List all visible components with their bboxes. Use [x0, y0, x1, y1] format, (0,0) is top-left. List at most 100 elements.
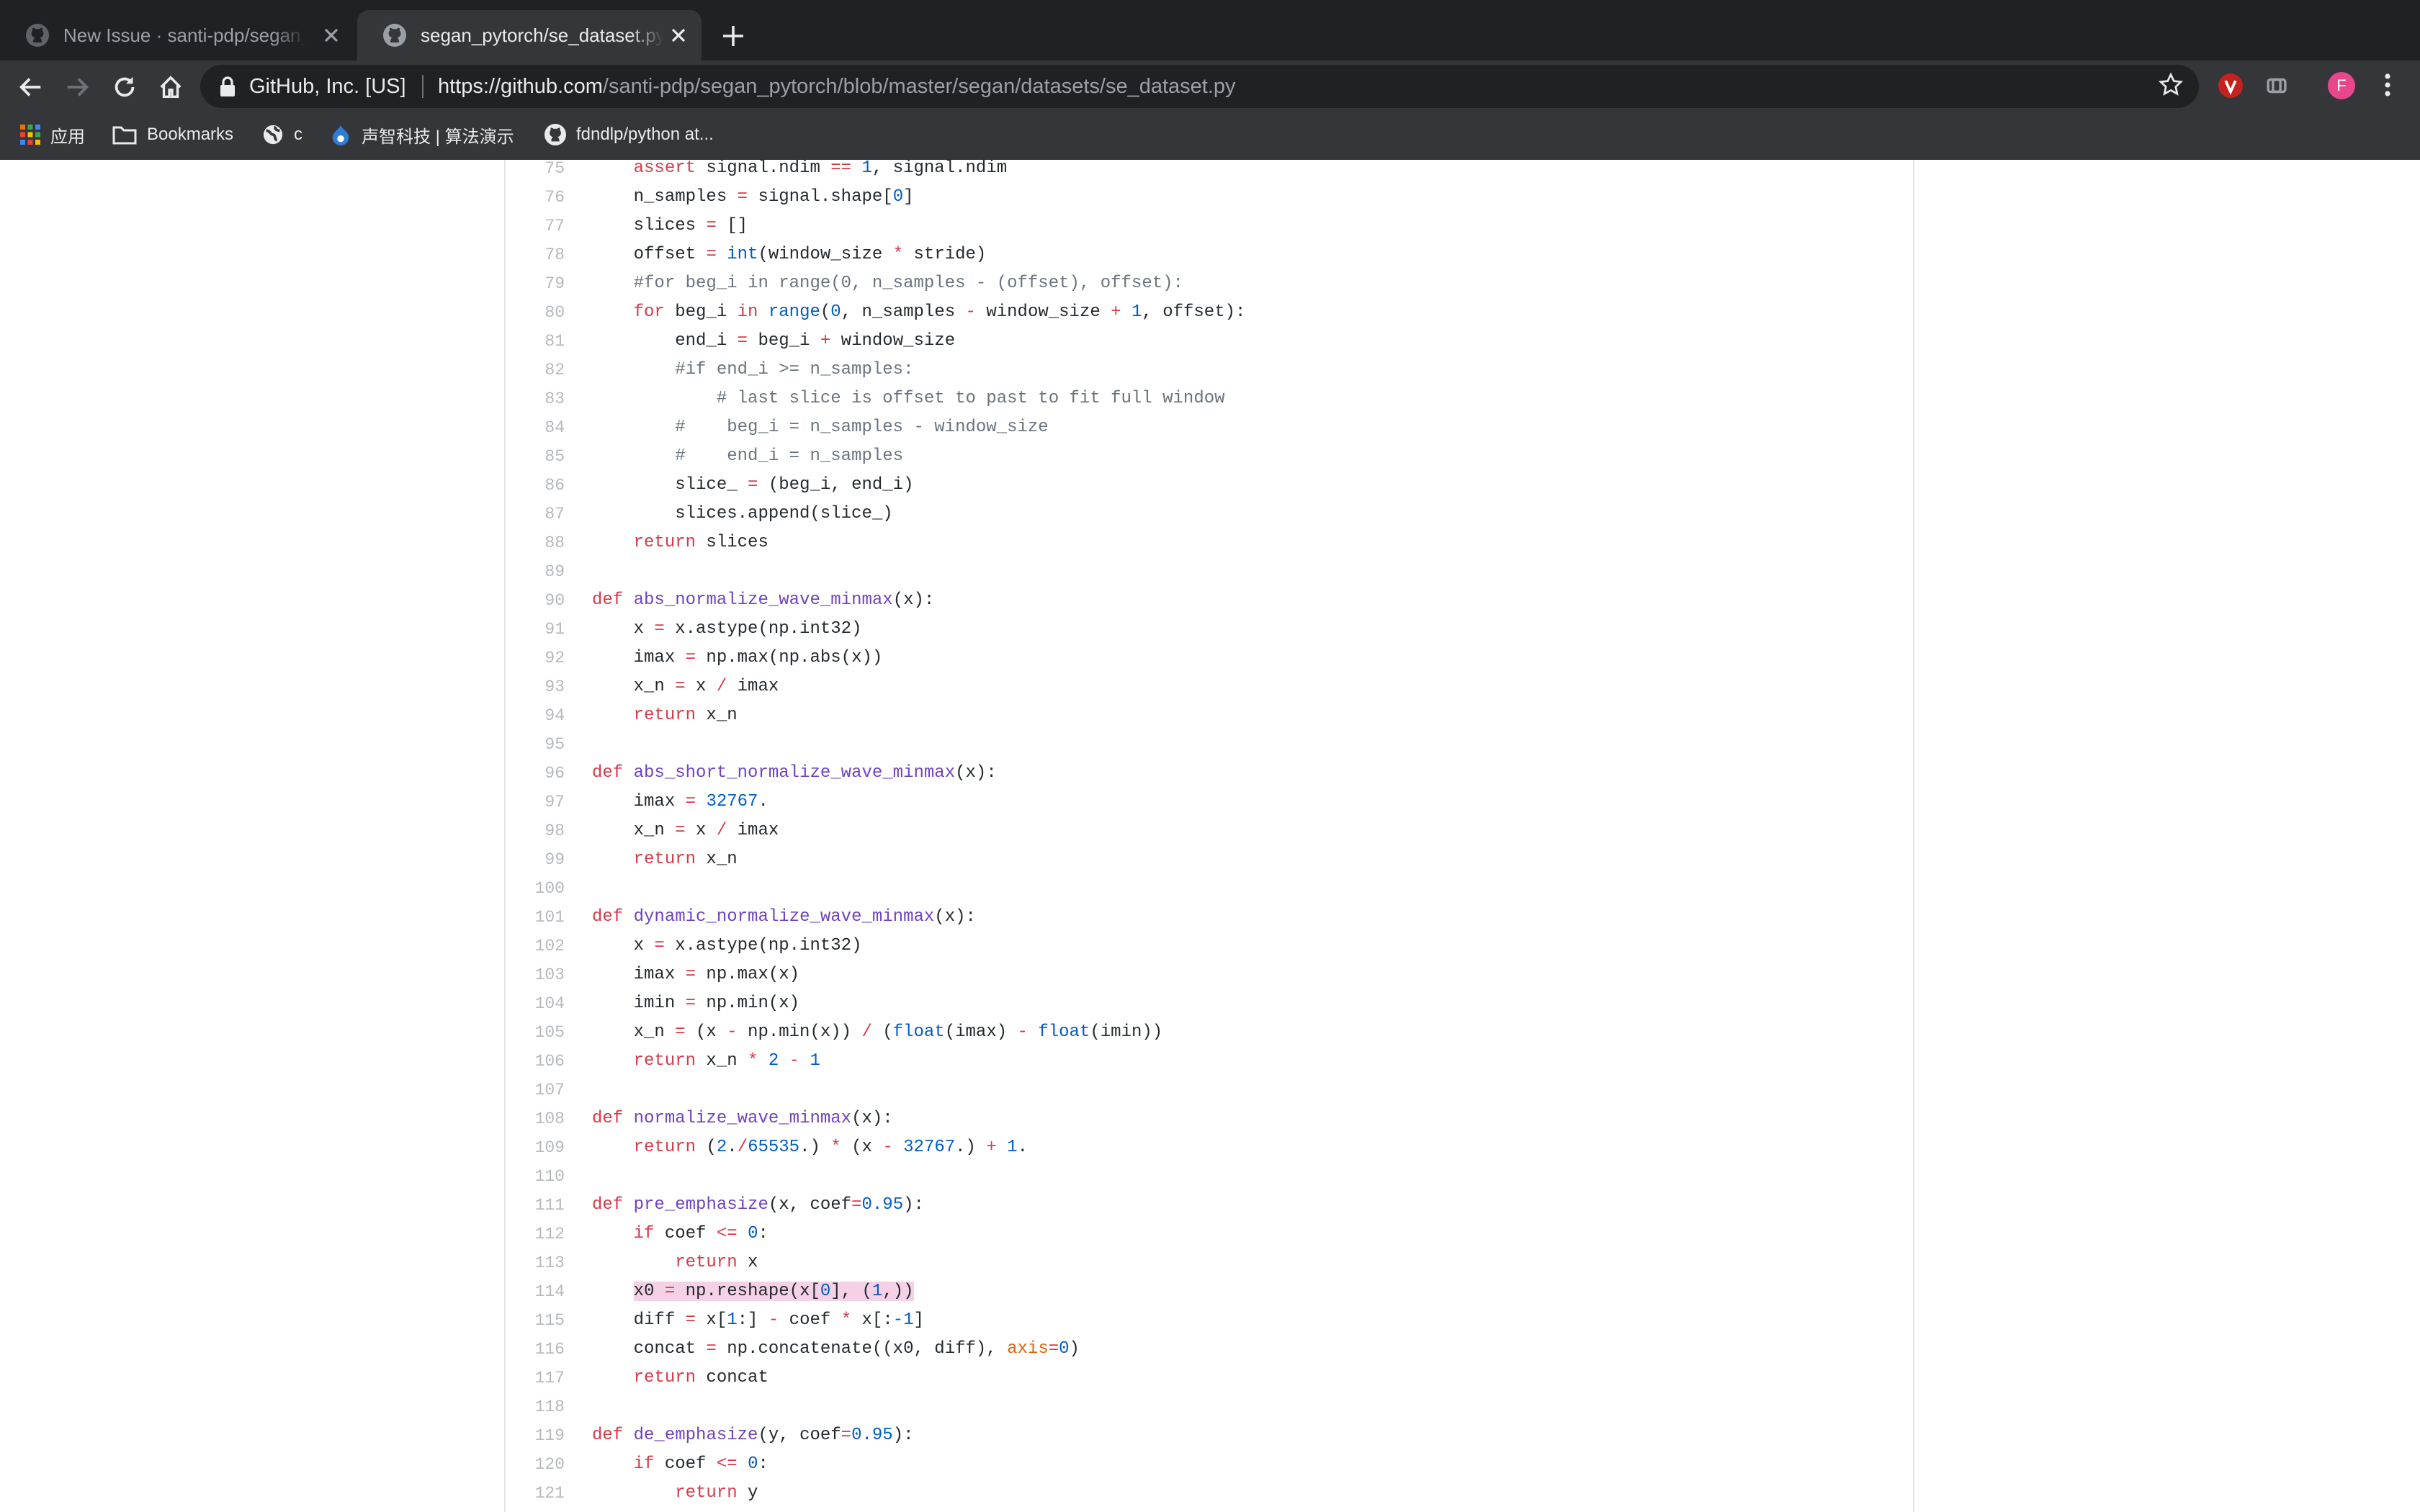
line-number[interactable]: 115 — [534, 1311, 565, 1330]
line-number[interactable]: 90 — [544, 591, 565, 610]
url-text[interactable]: https://github.com/santi-pdp/segan_pytor… — [438, 65, 1236, 108]
code-token: imax — [592, 648, 686, 667]
line-number[interactable]: 120 — [534, 1455, 565, 1474]
line-number[interactable]: 79 — [544, 274, 565, 293]
code-token: x[: — [851, 1310, 893, 1330]
line-number[interactable]: 89 — [544, 562, 565, 581]
code-token — [592, 1282, 634, 1301]
code-token: coef — [779, 1310, 841, 1330]
line-number[interactable]: 92 — [544, 649, 565, 667]
new-tab-button[interactable] — [719, 22, 748, 50]
line-number[interactable]: 87 — [544, 505, 565, 523]
bookmark-apps[interactable]: 应用 — [20, 120, 85, 150]
code-line: offset = int(window_size * stride) — [592, 240, 987, 269]
line-number[interactable]: 99 — [544, 850, 565, 869]
line-number[interactable]: 121 — [534, 1484, 565, 1503]
lock-icon[interactable] — [219, 76, 236, 96]
line-number[interactable]: 93 — [544, 678, 565, 696]
tab-new-issue[interactable]: New Issue · santi-pdp/segan_pytorch — [0, 10, 354, 60]
code-border-left — [504, 160, 506, 1512]
line-number[interactable]: 85 — [544, 447, 565, 466]
site-identity[interactable]: GitHub, Inc. [US] — [249, 75, 406, 98]
line-number[interactable]: 77 — [544, 217, 565, 235]
bookmark-folder[interactable]: Bookmarks — [112, 120, 233, 150]
line-number[interactable]: 114 — [534, 1282, 565, 1301]
line-number[interactable]: 76 — [544, 188, 565, 207]
reload-icon[interactable] — [111, 73, 138, 101]
line-number[interactable]: 113 — [534, 1254, 565, 1272]
profile-avatar[interactable]: F — [2328, 72, 2355, 99]
code-token: end_i — [592, 331, 738, 351]
code-line: return x_n — [592, 701, 738, 730]
code-token: = — [1048, 1339, 1059, 1359]
line-number[interactable]: 80 — [544, 303, 565, 322]
code-token: 0 — [748, 1454, 758, 1474]
code-token: - — [727, 1022, 738, 1042]
code-token: / — [716, 677, 727, 696]
line-number[interactable]: 107 — [534, 1081, 565, 1099]
line-number[interactable]: 112 — [534, 1225, 565, 1243]
line-number[interactable]: 78 — [544, 246, 565, 264]
bookmark-c[interactable]: c — [262, 120, 302, 150]
line-number[interactable]: 102 — [534, 937, 565, 955]
line-number[interactable]: 94 — [544, 706, 565, 725]
line-number[interactable]: 101 — [534, 908, 565, 927]
line-number[interactable]: 119 — [534, 1426, 565, 1445]
line-number[interactable]: 91 — [544, 620, 565, 639]
line-number[interactable]: 83 — [544, 390, 565, 408]
code-line: #for beg_i in range(0, n_samples - (offs… — [592, 269, 1183, 298]
code-token: x — [592, 936, 655, 955]
line-number[interactable]: 110 — [534, 1167, 565, 1186]
line-number[interactable]: 109 — [534, 1138, 565, 1157]
line-number[interactable]: 82 — [544, 361, 565, 379]
bookmark-star-icon[interactable] — [2158, 72, 2184, 98]
line-number[interactable]: 88 — [544, 534, 565, 552]
home-icon[interactable] — [157, 73, 184, 101]
code-token: axis — [1007, 1339, 1049, 1359]
bookmark-fdndlp[interactable]: fdndlp/python at... — [544, 120, 714, 150]
line-number[interactable]: 97 — [544, 793, 565, 811]
code-token — [851, 158, 861, 178]
close-icon[interactable] — [668, 25, 689, 45]
line-number[interactable]: 86 — [544, 476, 565, 495]
code-token: return — [633, 1051, 696, 1071]
back-arrow-icon[interactable] — [17, 73, 45, 101]
line-number[interactable]: 116 — [534, 1340, 565, 1359]
tab-se-dataset[interactable]: segan_pytorch/se_dataset.py at master · … — [357, 10, 702, 60]
code-token: signal.ndim — [696, 158, 831, 178]
code-line: x_n = x / imax — [592, 816, 779, 845]
line-number[interactable]: 106 — [534, 1052, 565, 1071]
line-number[interactable]: 104 — [534, 994, 565, 1013]
code-line: return concat — [592, 1364, 768, 1392]
line-number[interactable]: 75 — [544, 159, 565, 178]
bookmark-shengzhi[interactable]: 声智科技 | 算法演示 — [330, 120, 514, 150]
line-number[interactable]: 96 — [544, 764, 565, 783]
more-menu-icon[interactable] — [2380, 72, 2395, 98]
line-number[interactable]: 100 — [534, 879, 565, 898]
line-number[interactable]: 108 — [534, 1110, 565, 1128]
code-line: n_samples = signal.shape[0] — [592, 183, 914, 212]
code-token: .) — [799, 1138, 831, 1157]
code-token: 1 — [810, 1051, 820, 1071]
line-number[interactable]: 111 — [534, 1196, 565, 1215]
code-token: = — [748, 475, 758, 495]
line-number[interactable]: 98 — [544, 822, 565, 840]
line-number[interactable]: 84 — [544, 418, 565, 437]
code-line: x0 = np.reshape(x[0], (1,)) — [592, 1277, 914, 1306]
line-number[interactable]: 95 — [544, 735, 565, 754]
close-icon[interactable] — [321, 25, 341, 45]
forward-arrow-icon[interactable] — [63, 73, 91, 101]
line-number[interactable]: 105 — [534, 1023, 565, 1042]
extension-v-icon[interactable] — [2218, 73, 2243, 98]
extension-sync-icon[interactable] — [2264, 73, 2289, 98]
code-token: beg_i — [664, 302, 738, 322]
code-token: (x): — [934, 907, 976, 927]
code-token: normalize_wave_minmax — [633, 1109, 852, 1128]
code-token — [997, 1138, 1007, 1157]
line-number[interactable]: 81 — [544, 332, 565, 351]
line-number[interactable]: 103 — [534, 966, 565, 984]
line-number[interactable]: 118 — [534, 1398, 565, 1416]
line-number[interactable]: 117 — [534, 1369, 565, 1387]
address-bar[interactable]: GitHub, Inc. [US] https://github.com/san… — [200, 65, 2199, 108]
toolbar — [0, 60, 2420, 112]
